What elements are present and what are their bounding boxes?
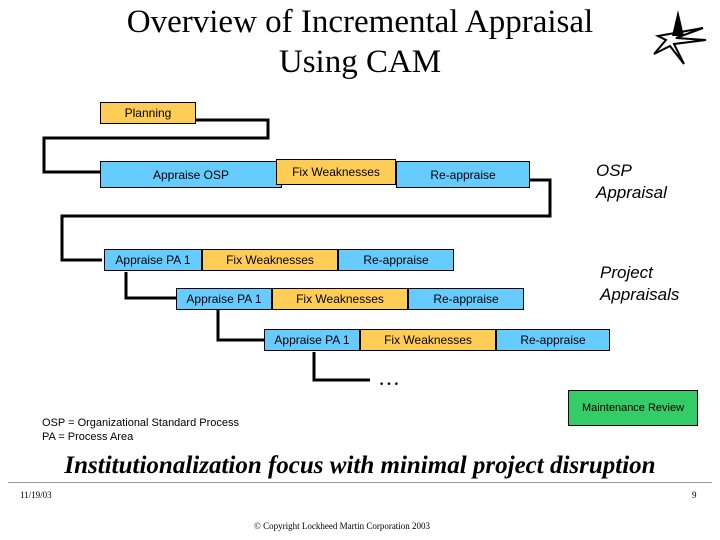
pa1-fix-segment: Fix Weaknesses (202, 249, 338, 271)
pa1-appraise-label: Appraise PA 1 (115, 253, 191, 267)
pa1-appraise-segment: Appraise PA 1 (104, 249, 202, 271)
pa2-appraise-segment: Appraise PA 1 (176, 288, 272, 310)
slide-title: Overview of Incremental Appraisal Using … (60, 2, 660, 82)
tagline: Institutionalization focus with minimal … (64, 452, 656, 479)
pa2-reappraise-label: Re-appraise (433, 292, 499, 306)
legend-pa: PA = Process Area (42, 431, 134, 443)
pa1-reappraise-segment: Re-appraise (338, 249, 454, 271)
title-line-1: Overview of Incremental Appraisal (126, 4, 594, 40)
osp-reappraise-label: Re-appraise (430, 167, 496, 182)
osp-appraise-segment: Appraise OSP (100, 161, 282, 188)
osp-appraise-label: Appraise OSP (152, 167, 230, 182)
abbreviation-legend: OSP = Organizational Standard Process PA… (42, 416, 239, 444)
osp-fix-segment: Fix Weaknesses (276, 159, 396, 185)
continuation-ellipsis: … (378, 365, 400, 390)
project-appraisals-label: Project Appraisals (600, 263, 680, 304)
maintenance-review-label: Maintenance Review (581, 402, 685, 414)
pa2-fix-segment: Fix Weaknesses (272, 288, 408, 310)
pa2-reappraise-segment: Re-appraise (408, 288, 524, 310)
pa3-appraise-segment: Appraise PA 1 (264, 329, 360, 351)
pa3-reappraise-label: Re-appraise (520, 333, 586, 347)
pa1-fix-label: Fix Weaknesses (226, 253, 314, 267)
footer-copyright: © Copyright Lockheed Martin Corporation … (254, 521, 431, 531)
maintenance-review-box: Maintenance Review (568, 390, 698, 426)
planning-label: Planning (124, 106, 172, 120)
pa2-fix-label: Fix Weaknesses (296, 292, 384, 306)
pa3-reappraise-segment: Re-appraise (496, 329, 610, 351)
osp-row: Appraise OSP Fix Weaknesses Re-appraise (100, 159, 530, 188)
pa3-fix-segment: Fix Weaknesses (360, 329, 496, 351)
legend-osp: OSP = Organizational Standard Process (42, 417, 239, 429)
pa3-appraise-label: Appraise PA 1 (274, 333, 350, 347)
osp-reappraise-segment: Re-appraise (396, 161, 530, 188)
pa1-reappraise-label: Re-appraise (363, 253, 429, 267)
title-line-2: Using CAM (278, 44, 442, 80)
osp-fix-label: Fix Weaknesses (292, 165, 380, 179)
lockheed-star-logo-icon (653, 10, 707, 65)
pa2-appraise-label: Appraise PA 1 (186, 292, 262, 306)
footer-divider (8, 482, 712, 483)
planning-box: Planning (100, 102, 196, 124)
osp-appraisal-label: OSP Appraisal (596, 161, 667, 202)
footer-page-number: 9 (692, 490, 697, 500)
pa3-fix-label: Fix Weaknesses (384, 333, 472, 347)
footer-date: 11/19/03 (20, 490, 52, 500)
